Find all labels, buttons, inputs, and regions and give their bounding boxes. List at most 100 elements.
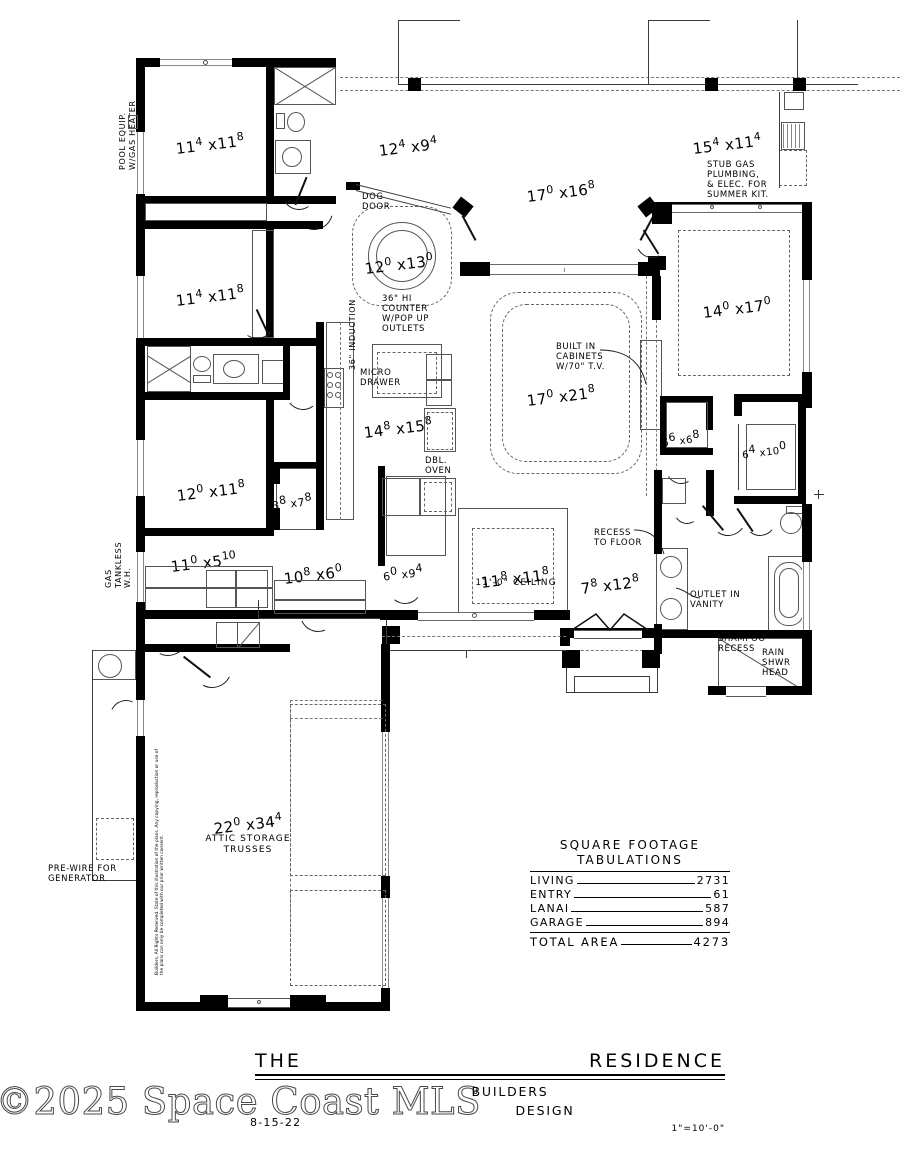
entry-door[interactable] [574, 630, 642, 639]
garage-west-door[interactable] [136, 700, 145, 736]
generator-pad-line-b [92, 880, 136, 881]
lanai-column-2 [705, 78, 718, 91]
master-closet1-shelf [666, 402, 708, 448]
summer-kitchen-grill [781, 122, 805, 150]
exterior-wall-west-top [136, 58, 145, 644]
bath3-sink [223, 360, 245, 378]
window-north-1-glass [160, 59, 232, 60]
lanai-left-door[interactable] [461, 215, 477, 241]
bath3-east-wall [283, 346, 290, 400]
kitchen-soffit-line [340, 322, 341, 520]
master-closet2-wall-e [798, 394, 806, 504]
greatroom-builtin-cabinets [640, 340, 662, 430]
masterbath-shower-wall-n [714, 630, 810, 638]
bath2-toilet-tank [276, 113, 285, 129]
tabulations-rule-bottom [530, 932, 730, 933]
laundry-south-wall [145, 610, 380, 619]
entry-porch-step-l [574, 676, 575, 692]
study-window-mark [472, 613, 477, 618]
bedroom-4-dimension: 120 x118 [175, 476, 246, 505]
square-footage-tabulations: SQUARE FOOTAGE TABULATIONS LIVING 2731 E… [530, 838, 730, 949]
entry-porch-col-left [562, 650, 580, 668]
study-room-outline [458, 508, 568, 620]
bath2-shower [274, 67, 336, 105]
window-west-3 [136, 440, 145, 496]
lanai-beam-line-lower [340, 90, 900, 91]
window-west-4-glass [137, 552, 138, 602]
entry-porch-beam [566, 650, 658, 651]
dog-door-wall-seg [346, 182, 360, 190]
east-alignment-mark [814, 494, 824, 495]
kitchen-tall-cab-2 [426, 380, 452, 406]
pantry2-west-wall [378, 466, 385, 566]
bed2-closet-shelf [145, 203, 267, 221]
garage-label-1: ATTIC STORAGE [205, 834, 291, 844]
laundry-upper-cab [145, 566, 273, 588]
master-closet1-wall-w [660, 396, 667, 454]
title-design: DESIGN [515, 1103, 575, 1118]
grill-grate-2 [787, 124, 788, 148]
closet2-rod [738, 424, 739, 490]
garage-service-door-jamb [145, 644, 195, 652]
tabulation-value-lanai: 587 [705, 902, 730, 915]
entry-wall-left [560, 636, 570, 646]
entry-door-sidelight-swing [571, 613, 649, 632]
window-north-1-glass2 [160, 65, 232, 66]
summer-kitchen-counter [779, 150, 807, 186]
greatroom-tray-inner [502, 304, 630, 462]
master-closet2-wall-n [734, 394, 806, 402]
bed4-closet-wall-w [274, 462, 280, 484]
master-door-swing[interactable] [631, 221, 673, 263]
master-window-mark-1 [710, 205, 714, 209]
pool-equip-note: POOL EQUIP. W/GAS HEATER [118, 100, 137, 170]
garage-west-door-b [143, 700, 144, 736]
master-closet2-wall-w [734, 394, 742, 416]
bed3-closet [252, 230, 274, 338]
built-in-cab-note: BUILT IN CABINETS W/70" T.V. [556, 342, 606, 372]
tabulation-leader-entry [574, 897, 712, 898]
kitchen-base-cab-1 [382, 478, 420, 516]
master-door-jamb [648, 256, 666, 270]
front-porch-col-1 [382, 626, 400, 644]
laundry-washer [206, 570, 236, 608]
lanai-column-1 [408, 78, 421, 91]
entry-porch-step [574, 676, 650, 677]
master-closet2-door-swing[interactable] [742, 502, 778, 538]
tabulation-label-total: TOTAL AREA [530, 935, 620, 949]
window-west-2-glass2 [143, 276, 144, 338]
entry-porch-edge-left [566, 668, 567, 692]
bed2-closet-south-wall [145, 221, 323, 229]
tabulations-rule-top [530, 871, 730, 872]
shower-entry[interactable] [726, 686, 766, 697]
bath3-vanity [213, 354, 259, 384]
garage-bay-1-bottom [290, 718, 382, 719]
study-tray-ceiling [472, 528, 554, 604]
dining-table [368, 222, 436, 290]
exterior-wall-east-lower2 [802, 552, 812, 562]
window-west-1 [136, 132, 145, 194]
gas-tankless-note: GAS TANKLESS W.H. [104, 541, 132, 588]
master-hall-wall-2 [654, 624, 662, 654]
lanai-column-3 [793, 78, 806, 91]
garage-oh-door-mark [257, 1000, 261, 1004]
entry-porch-col-right [642, 650, 660, 668]
master-closet1-wall-e [706, 396, 713, 430]
tabulation-leader-total [621, 944, 692, 945]
lanai-slab-edge [398, 84, 858, 85]
entry-porch-edge-right [657, 668, 658, 692]
bath3-toilet-tank [193, 375, 211, 383]
garage-window-diag [238, 622, 260, 648]
tabulation-row-entry: ENTRY 61 [530, 888, 730, 902]
induction-note: 36" INDUCTION [348, 299, 357, 370]
bath2-wall-west [266, 58, 274, 203]
exterior-wall-east-mid [802, 372, 812, 408]
exterior-wall-east-bottom [802, 630, 812, 694]
entry-porch-step-r [649, 676, 650, 692]
garage-wall-east-2 [381, 876, 390, 898]
counter-note: 36" HI COUNTER W/POP UP OUTLETS [382, 294, 430, 334]
tabulations-title-1: SQUARE FOOTAGE [559, 838, 701, 852]
title-residence: RESIDENCE [589, 1050, 725, 1072]
window-west-4 [136, 552, 145, 602]
tabulation-label-lanai: LANAI [530, 902, 570, 915]
window-west-3-glass [137, 440, 138, 496]
